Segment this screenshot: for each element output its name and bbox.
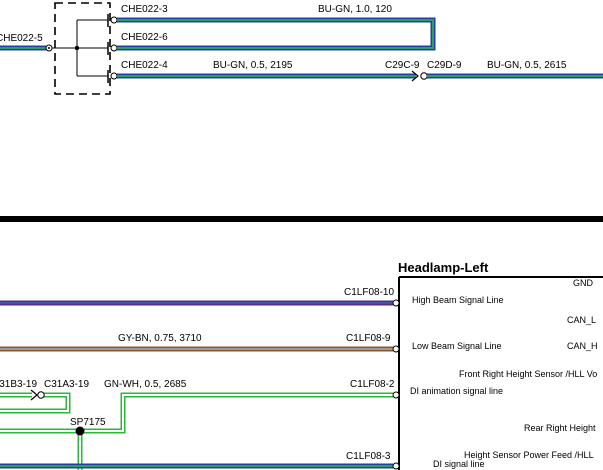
- label-c1lf08-3: C1LF08-3: [346, 451, 391, 462]
- bottom-section: Headlamp-Left High Beam Signal Line Low …: [0, 260, 603, 470]
- label-c29d-9: C29D-9: [427, 60, 462, 71]
- wire-loop-che022-3-6[interactable]: [117, 17, 436, 51]
- junction-dot: [74, 45, 80, 51]
- label-c1lf08-2: C1LF08-2: [350, 379, 395, 390]
- right-label-can-l: CAN_L: [567, 315, 596, 325]
- pin-func-di-animation: DI animation signal line: [410, 386, 503, 396]
- label-che022-6: CHE022-6: [121, 32, 168, 43]
- pin-func-low-beam: Low Beam Signal Line: [412, 341, 502, 351]
- inline-connector-c29[interactable]: [411, 70, 428, 82]
- terminal-che022-4[interactable]: [110, 72, 118, 80]
- terminal-che022-5-inner: [48, 47, 50, 49]
- right-label-can-h: CAN_H: [567, 341, 598, 351]
- connector-housing-che022: [54, 2, 111, 95]
- pin-func-high-beam: High Beam Signal Line: [412, 295, 504, 305]
- label-che022-5: CHE022-5: [0, 33, 43, 44]
- label-c1lf08-9: C1LF08-9: [346, 333, 391, 344]
- top-section: CHE022-5 CHE022-3 CHE022-6 CHE022-4: [0, 2, 603, 95]
- label-c31a3-19: C31A3-19: [44, 379, 89, 390]
- label-c29c-9: C29C-9: [385, 60, 420, 71]
- terminal-c1lf08-10[interactable]: [392, 299, 400, 307]
- internal-junction: [52, 19, 108, 77]
- terminal-c1lf08-2[interactable]: [392, 391, 400, 399]
- label-che022-4: CHE022-4: [121, 60, 168, 71]
- terminal-che022-3[interactable]: [110, 16, 118, 24]
- terminal-c1lf08-3[interactable]: [392, 462, 400, 470]
- splice-sp7175[interactable]: [75, 426, 85, 436]
- inline-connector-c31[interactable]: [30, 389, 45, 401]
- right-label-front-height: Front Right Height Sensor /HLL Vo: [459, 369, 597, 379]
- pin-func-di-signal: DI signal line: [433, 459, 485, 469]
- wire-spec-gy-bn: GY-BN, 0.75, 3710: [118, 333, 202, 344]
- wire-spec-gn-wh: GN-WH, 0.5, 2685: [104, 379, 187, 390]
- component-box-headlamp-left: [398, 276, 603, 470]
- label-sp7175: SP7175: [70, 417, 106, 428]
- right-label-gnd: GND: [573, 278, 594, 288]
- right-label-rear-height: Rear Right Height: [524, 423, 596, 433]
- label-che022-3: CHE022-3: [121, 4, 168, 15]
- component-title: Headlamp-Left: [398, 260, 489, 275]
- wire-c31b3-loop[interactable]: [0, 392, 71, 414]
- wire-spec-che022-4: BU-GN, 0.5, 2195: [213, 60, 293, 71]
- wire-spec-loop: BU-GN, 1.0, 120: [318, 4, 392, 15]
- terminal-che022-6[interactable]: [110, 44, 118, 52]
- terminal-c1lf08-9[interactable]: [392, 345, 400, 353]
- label-c31b3-19: C31B3-19: [0, 379, 37, 390]
- label-c1lf08-10: C1LF08-10: [344, 287, 394, 298]
- wire-c1lf08-2[interactable]: [0, 392, 393, 434]
- right-label-height-power: Height Sensor Power Feed /HLL: [464, 450, 594, 460]
- section-divider: [0, 216, 603, 222]
- wire-spec-c29d-9: BU-GN, 0.5, 2615: [487, 60, 567, 71]
